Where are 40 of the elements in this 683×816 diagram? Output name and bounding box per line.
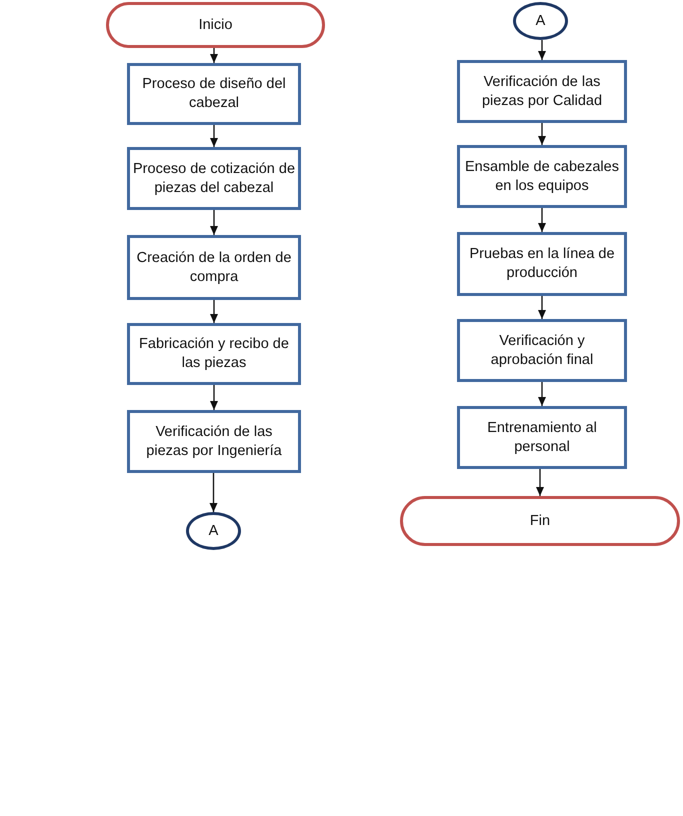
node-label: Pruebas en la línea de producción <box>468 245 616 283</box>
arrow <box>536 469 544 496</box>
arrow <box>210 300 218 323</box>
node-label: Proceso de cotización de piezas del cabezal <box>133 160 295 198</box>
arrow <box>538 123 546 145</box>
process-box <box>457 319 627 382</box>
node-label: Proceso de diseño del cabezal <box>141 75 287 113</box>
process-box <box>457 232 627 296</box>
arrow <box>210 125 218 147</box>
node-label: Verificación y aprobación final <box>490 332 594 370</box>
node-label: A <box>536 12 546 30</box>
node-label: Fabricación y recibo de las piezas <box>138 335 290 373</box>
process-box <box>457 406 627 469</box>
node-label: Fin <box>530 512 550 530</box>
node-label: Entrenamiento al personal <box>486 418 598 456</box>
process-box <box>457 60 627 123</box>
arrow <box>538 296 546 319</box>
arrow <box>538 40 546 60</box>
arrow <box>210 48 218 63</box>
arrow <box>538 208 546 232</box>
process-box <box>127 147 301 210</box>
node-label: Verificación de las piezas por Ingeniería <box>145 422 283 460</box>
connector-circle <box>186 512 241 550</box>
connector-circle <box>513 2 568 40</box>
terminal-shape <box>106 2 325 48</box>
node-label: Verificación de las piezas por Calidad <box>480 72 604 110</box>
process-box <box>127 63 301 125</box>
process-box <box>127 323 301 385</box>
process-box <box>127 410 301 473</box>
process-box <box>457 145 627 208</box>
node-label: Inicio <box>198 16 232 34</box>
arrow <box>210 385 218 410</box>
process-box <box>127 235 301 300</box>
node-label: A <box>208 522 218 540</box>
node-label: Ensamble de cabezales en los equipos <box>464 158 620 196</box>
terminal-shape <box>400 496 680 546</box>
arrow <box>210 210 218 235</box>
arrow <box>210 473 218 512</box>
arrow <box>538 382 546 406</box>
node-label: Creación de la orden de compra <box>136 248 292 286</box>
